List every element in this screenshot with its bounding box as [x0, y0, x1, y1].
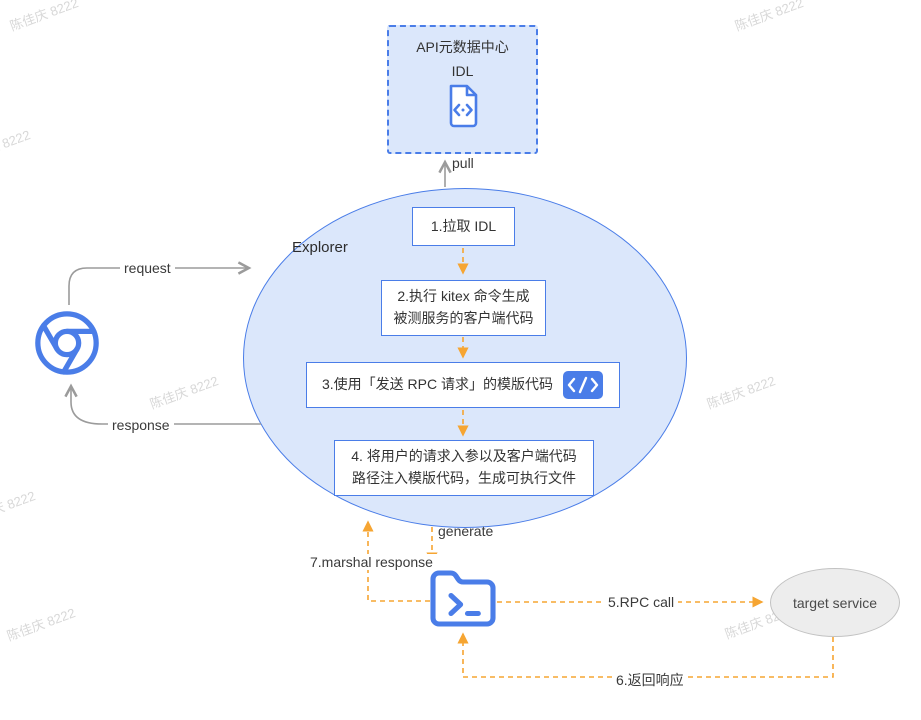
edge-label-generate: generate [438, 523, 494, 539]
explorer-label: Explorer [292, 239, 348, 256]
step-2-kitex-codegen: 2.执行 kitex 命令生成 被测服务的客户端代码 [381, 280, 546, 336]
watermark: 陈佳庆 8222 [0, 127, 33, 166]
edge-label-rpc-call: 5.RPC call [604, 594, 679, 610]
edge-label-response: response [108, 417, 174, 433]
step-2-text-line2: 被测服务的客户端代码 [393, 310, 534, 326]
watermark: 陈佳庆 8222 [0, 488, 38, 527]
step-3-text: 3.使用「发送 RPC 请求」的模版代码 [321, 376, 553, 393]
watermark: 陈佳庆 8222 [704, 373, 778, 412]
watermark: 陈佳庆 8222 [4, 605, 78, 644]
watermark: 陈佳庆 8222 [732, 0, 806, 34]
watermark: 陈佳庆 8222 [147, 373, 221, 412]
edge-label-request: request [120, 260, 175, 276]
step-3-template-code: 3.使用「发送 RPC 请求」的模版代码 [306, 362, 620, 408]
edge-label-marshal-response: 7.marshal response [306, 554, 437, 570]
watermark: 陈佳庆 8222 [7, 0, 81, 34]
idl-label: IDL [451, 63, 474, 79]
code-window-icon [562, 370, 604, 400]
api-metadata-title: API元数据中心 [416, 39, 509, 55]
step-4-text-line1: 4. 将用户的请求入参以及客户端代码 [351, 448, 577, 465]
edge-label-return-response: 6.返回响应 [612, 670, 688, 690]
folder-terminal-icon [427, 564, 499, 636]
api-metadata-box: API元数据中心 IDL [387, 25, 538, 154]
step-4-text-line2: 路径注入模版代码，生成可执行文件 [352, 470, 576, 486]
chrome-icon [32, 308, 102, 378]
target-service-label: target service [792, 594, 878, 611]
target-service-node: target service [770, 568, 900, 637]
step-2-text-line1: 2.执行 kitex 命令生成 [397, 288, 530, 305]
step-4-inject-params: 4. 将用户的请求入参以及客户端代码 路径注入模版代码，生成可执行文件 [334, 440, 594, 496]
code-file-icon [445, 84, 481, 133]
step-1-text: 1.拉取 IDL [430, 217, 497, 234]
step-1-pull-idl: 1.拉取 IDL [412, 207, 515, 246]
edge-label-pull: pull [452, 155, 474, 171]
